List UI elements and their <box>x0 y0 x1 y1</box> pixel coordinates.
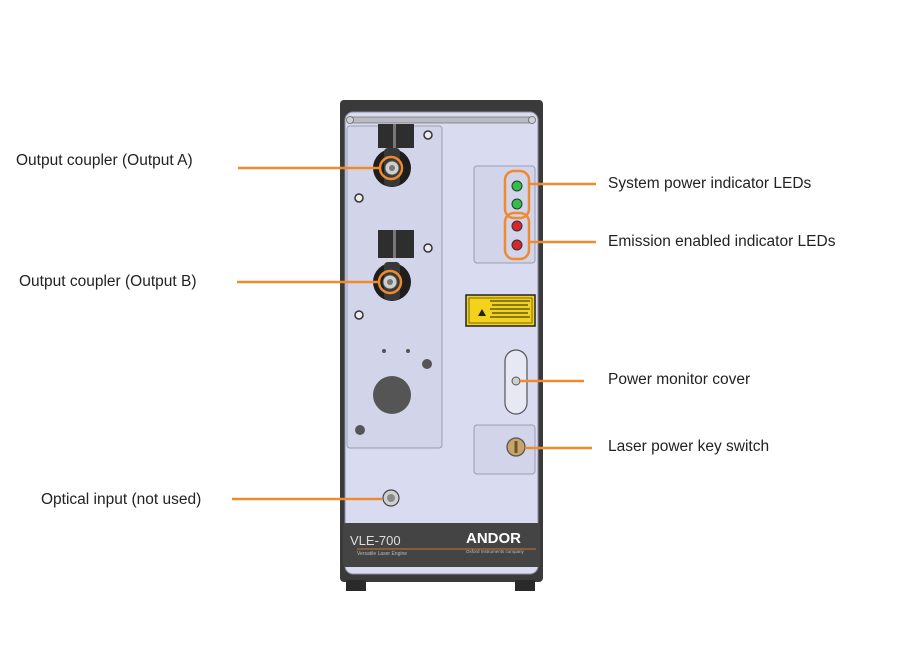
foot-right <box>515 580 535 591</box>
label-system-power-leds: System power indicator LEDs <box>608 175 812 192</box>
device-model: VLE-700 <box>350 533 401 548</box>
label-output-a: Output coupler (Output A) <box>16 152 193 169</box>
label-power-monitor-cover: Power monitor cover <box>608 371 751 388</box>
foot-left <box>346 580 366 591</box>
device-brand-tagline: Oxford Instruments company <box>466 549 525 554</box>
led-green-2 <box>511 198 523 210</box>
label-output-b: Output coupler (Output B) <box>19 273 197 290</box>
led-red-2 <box>511 239 523 251</box>
device-brand: ANDOR <box>466 530 521 547</box>
brand-plate <box>343 523 540 567</box>
device-model-subtitle: Versatile Laser Engine <box>357 551 407 557</box>
callout-lines <box>232 155 596 501</box>
label-key-switch: Laser power key switch <box>608 438 770 455</box>
label-optical-input: Optical input (not used) <box>41 491 202 508</box>
led-red-1 <box>511 220 523 232</box>
warning-label <box>465 294 536 327</box>
led-green-1 <box>511 180 523 192</box>
label-emission-leds: Emission enabled indicator LEDs <box>608 233 836 250</box>
key-switch-box <box>473 424 536 475</box>
top-handle <box>346 116 536 124</box>
round-port <box>373 376 411 414</box>
